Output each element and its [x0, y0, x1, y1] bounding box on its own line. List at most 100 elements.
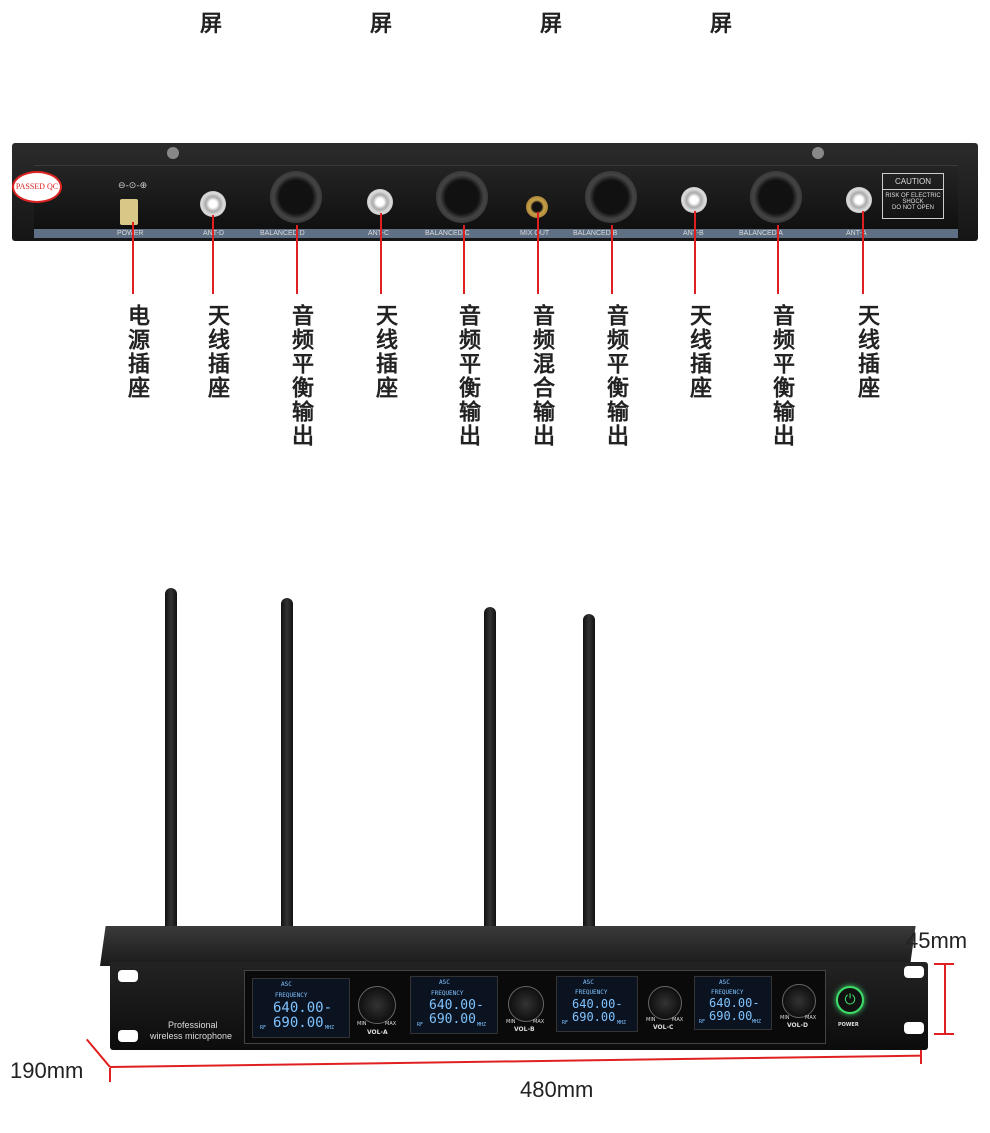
knob-max-label: MAX	[805, 1015, 817, 1021]
frequency-label: FREQUENCY	[575, 989, 608, 996]
knob-max-label: MAX	[533, 1019, 545, 1025]
freq-low: 640.00-	[429, 998, 484, 1013]
freq-low: 640.00-	[572, 997, 623, 1011]
power-symbol-icon: ⊖-⊙-⊕	[118, 181, 148, 191]
volume-knob-d[interactable]	[782, 984, 816, 1018]
volume-knob-a[interactable]	[358, 986, 396, 1024]
asc-label: ASC	[719, 979, 730, 986]
depth-dimension: 190mm	[10, 1058, 84, 1083]
knob-min-label: MIN	[357, 1021, 367, 1027]
freq-high: 690.00	[273, 1015, 324, 1031]
port-label: ANT-C	[368, 230, 389, 237]
freq-high: 690.00	[429, 1012, 476, 1027]
callout-label: 音频平衡输出	[603, 304, 628, 448]
rf-label: RF	[417, 1022, 424, 1028]
rack-ear-hole	[904, 966, 924, 978]
lcd-display-b: ASC FREQUENCY 640.00- 690.00 MHZ RF	[410, 976, 498, 1034]
rear-panel: PASSED QC CAUTION RISK OF ELECTRIC SHOCK…	[12, 143, 978, 243]
rack-ear-hole	[118, 970, 138, 982]
rf-label: RF	[562, 1020, 569, 1026]
screw-icon	[167, 147, 179, 159]
callout-label: 天线插座	[686, 304, 711, 400]
callout-label: 天线插座	[854, 304, 879, 400]
xlr-port-balanced-c	[436, 171, 488, 223]
callout-label: 音频平衡输出	[455, 304, 480, 448]
caution-line1: RISK OF ELECTRIC SHOCK	[885, 193, 941, 205]
knob-max-label: MAX	[672, 1017, 684, 1023]
vol-label: VOL-B	[514, 1026, 535, 1033]
callout-label: 音频平衡输出	[769, 304, 794, 448]
rf-label: RF	[699, 1019, 706, 1025]
volume-knob-b[interactable]	[508, 986, 544, 1022]
width-dimension: 480mm	[520, 1077, 594, 1102]
freq-high: 690.00	[709, 1009, 753, 1023]
xlr-port-balanced-d	[270, 171, 322, 223]
bnc-port-ant-b	[681, 187, 707, 213]
port-label: BALANCED C	[425, 230, 470, 237]
rf-label: RF	[260, 1025, 267, 1031]
port-label: MIX OUT	[520, 230, 550, 237]
top-char: 屏	[200, 12, 223, 37]
xlr-port-balanced-b	[585, 171, 637, 223]
bnc-port-ant-d	[200, 191, 226, 217]
caution-line2: DO NOT OPEN	[892, 205, 934, 211]
qc-stamp: PASSED QC	[12, 171, 62, 203]
asc-label: ASC	[281, 981, 292, 988]
power-button[interactable]: ⏻	[836, 986, 864, 1014]
callout-label: 天线插座	[204, 304, 229, 400]
caution-title: CAUTION	[883, 174, 943, 190]
port-label: BALANCED D	[260, 230, 305, 237]
vol-label: VOL-D	[787, 1022, 808, 1029]
brand-text: Professional wireless microphone	[150, 1020, 232, 1042]
lcd-display-a: ASC FREQUENCY 640.00- 690.00 MHZ RF	[252, 978, 350, 1038]
mhz-unit: MHZ	[477, 1022, 487, 1028]
jack-port-mix-out	[526, 196, 548, 218]
volume-knob-c[interactable]	[648, 986, 682, 1020]
freq-high: 690.00	[572, 1010, 616, 1024]
callout-label: 电源插座	[124, 304, 149, 400]
frequency-label: FREQUENCY	[275, 992, 308, 999]
lcd-display-c: ASC FREQUENCY 640.00- 690.00 MHZ RF	[556, 976, 638, 1032]
lcd-display-d: ASC FREQUENCY 640.00- 690.00 MHZ RF	[694, 976, 772, 1030]
power-label: POWER	[838, 1022, 859, 1028]
asc-label: ASC	[583, 979, 594, 986]
mhz-unit: MHZ	[752, 1019, 762, 1025]
antenna	[281, 598, 293, 928]
frequency-label: FREQUENCY	[711, 989, 744, 996]
mhz-unit: MHZ	[325, 1025, 335, 1031]
freq-low: 640.00-	[709, 996, 760, 1010]
top-char: 屏	[710, 12, 733, 37]
screw-icon	[812, 147, 824, 159]
caution-label: CAUTION RISK OF ELECTRIC SHOCK DO NOT OP…	[882, 173, 944, 219]
bnc-port-ant-a	[846, 187, 872, 213]
knob-max-label: MAX	[385, 1021, 397, 1027]
antenna	[165, 588, 177, 928]
antenna	[484, 607, 496, 928]
callout-label: 音频平衡输出	[288, 304, 313, 448]
power-icon: ⏻	[844, 992, 856, 1008]
port-label: ANT-A	[846, 230, 867, 237]
rack-ear-hole	[118, 1030, 138, 1042]
height-dimension: 45mm	[906, 928, 968, 953]
brand-line2: wireless microphone	[150, 1031, 233, 1041]
bnc-port-ant-c	[367, 189, 393, 215]
qc-stamp-text: PASSED QC	[15, 182, 59, 191]
knob-min-label: MIN	[506, 1019, 516, 1025]
top-char: 屏	[540, 12, 563, 37]
frequency-label: FREQUENCY	[431, 990, 464, 997]
xlr-port-balanced-a	[750, 171, 802, 223]
port-label: BALANCED A	[739, 230, 783, 237]
mhz-unit: MHZ	[617, 1020, 627, 1026]
freq-low: 640.00-	[273, 1000, 333, 1016]
port-label: BALANCED B	[573, 230, 618, 237]
vol-label: VOL-C	[653, 1024, 674, 1031]
port-label: ANT-B	[683, 230, 704, 237]
knob-min-label: MIN	[780, 1015, 790, 1021]
asc-label: ASC	[439, 979, 450, 986]
vol-label: VOL-A	[367, 1029, 388, 1036]
rack-ear-hole	[904, 1022, 924, 1034]
callout-label: 天线插座	[372, 304, 397, 400]
port-label: POWER	[117, 230, 144, 237]
brand-line1: Professional	[168, 1020, 218, 1030]
knob-min-label: MIN	[646, 1017, 656, 1023]
